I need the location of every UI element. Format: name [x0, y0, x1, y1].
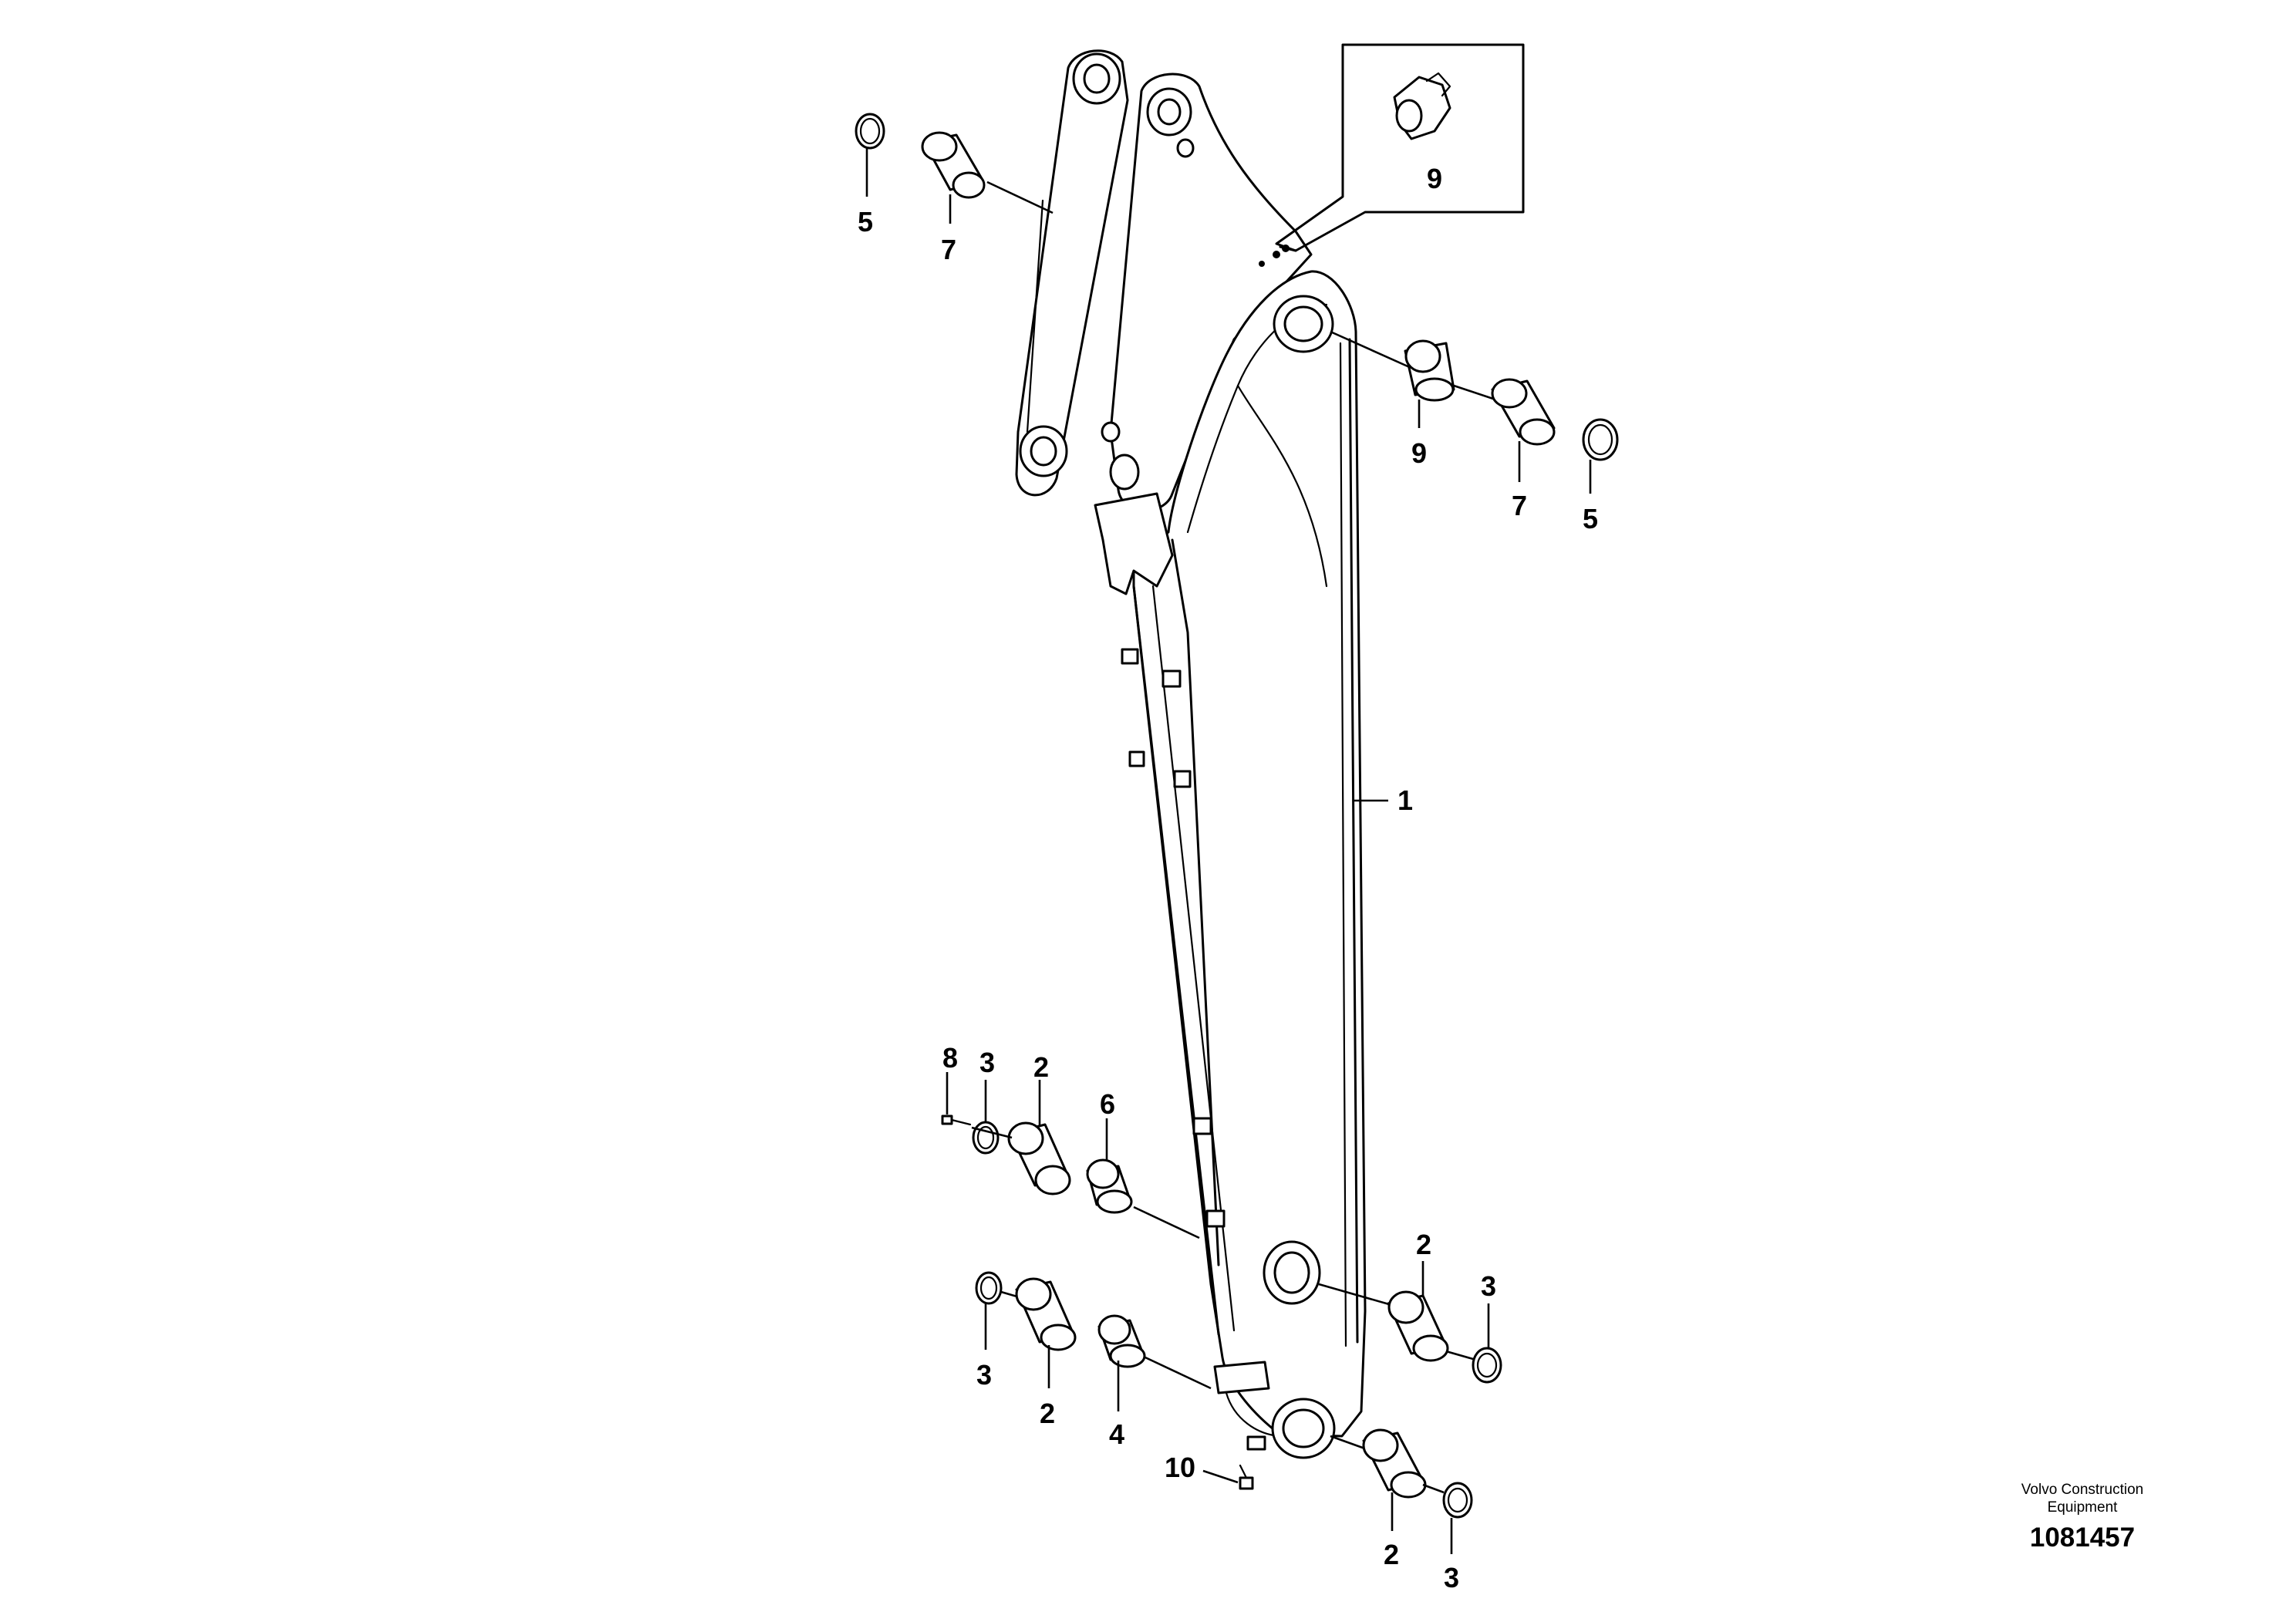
- hose-clamps: [1121, 648, 1226, 1228]
- manufacturer-line-2: Equipment: [2047, 1499, 2118, 1516]
- part-3-ring-mid-left: [972, 1080, 1000, 1155]
- callout-2-lower-left: 2: [1040, 1398, 1055, 1429]
- grease-nipple-icon: [1393, 72, 1451, 140]
- callout-5-top-left: 5: [858, 206, 873, 238]
- callout-6: 6: [1100, 1088, 1115, 1120]
- detail-box-grease-nipple: 9: [1275, 43, 1525, 252]
- part-6-spacer-mid-left: [1086, 1118, 1200, 1239]
- part-3-ring-mid-right: [1472, 1303, 1502, 1384]
- boss-top-right: [1146, 87, 1195, 158]
- callout-3-mid-left: 3: [979, 1047, 995, 1078]
- part-7-bushing-top-right: [1491, 378, 1556, 482]
- part-2-bushing-lower-left: [1015, 1277, 1077, 1388]
- callout-2-mid-right: 2: [1416, 1229, 1431, 1260]
- part-8-grease-fitting: [941, 1072, 972, 1126]
- part-5-snap-ring-top-right: [1582, 418, 1619, 494]
- part-4-spacer-lower-left: [1097, 1314, 1212, 1411]
- callout-3-lower-left: 3: [976, 1359, 992, 1391]
- callout-2-mid-left: 2: [1033, 1051, 1049, 1083]
- excavator-arm: [1015, 49, 1367, 1490]
- boss-top-left: [1072, 52, 1121, 105]
- bottom-grease-fitting: [1239, 1435, 1266, 1490]
- manufacturer-line-1: Volvo Construction: [2021, 1482, 2144, 1498]
- callout-3-bottom-right: 3: [1444, 1562, 1459, 1593]
- boss-arm-bottom: [1271, 1398, 1336, 1459]
- callout-4: 4: [1109, 1418, 1124, 1450]
- part-7-bushing-top-left: [921, 131, 1054, 224]
- part-2-bushing-bottom-right: [1362, 1428, 1427, 1531]
- drawing-footer: Volvo Construction Equipment 1081457: [1974, 1481, 2190, 1553]
- drawing-number: 1081457: [2029, 1523, 2136, 1553]
- grease-point: [1259, 261, 1265, 267]
- callout-7-top-left: 7: [941, 234, 956, 265]
- part-2-bushing-mid-right: [1387, 1261, 1449, 1362]
- boss-lower-left: [1019, 421, 1140, 491]
- leader-10: [1202, 1469, 1239, 1484]
- part-9-bushing-top-right: [1404, 339, 1455, 428]
- callout-9-top-right: 9: [1411, 437, 1427, 469]
- part-5-snap-ring-top-left: [855, 113, 885, 197]
- callout-8: 8: [942, 1042, 958, 1074]
- callout-9-detail: 9: [1427, 163, 1442, 194]
- part-3-ring-lower-left: [975, 1271, 1003, 1350]
- part-2-bushing-mid-left: [1007, 1080, 1071, 1195]
- callout-3-mid-right: 3: [1481, 1270, 1496, 1302]
- boss-arm-top: [1273, 295, 1334, 353]
- callout-2-bottom-right: 2: [1384, 1539, 1399, 1570]
- callout-10: 10: [1165, 1452, 1195, 1483]
- part-3-ring-bottom-right: [1442, 1482, 1473, 1554]
- boss-arm-mid: [1263, 1240, 1321, 1305]
- callout-7-top-right: 7: [1512, 490, 1527, 521]
- callout-5-top-right: 5: [1583, 503, 1598, 534]
- callout-1-arm: 1: [1397, 784, 1413, 816]
- arm-left-link-plate: [1015, 49, 1129, 497]
